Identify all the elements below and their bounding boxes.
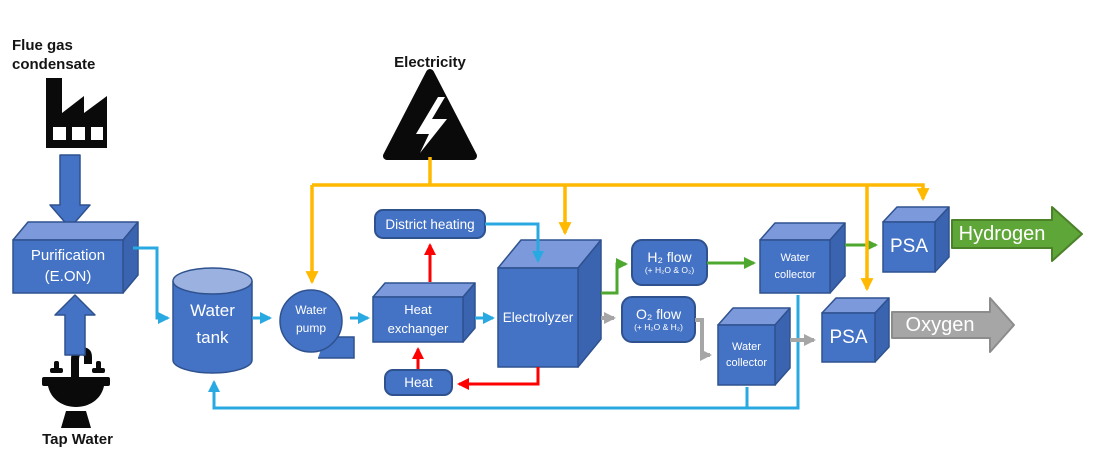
water-collector-bottom-box	[717, 307, 791, 386]
water-pump-shape	[279, 289, 355, 359]
hydrogen-output-arrow	[951, 206, 1083, 262]
electricity-bolt-icon	[383, 69, 477, 160]
district-heating-box	[374, 209, 486, 239]
factory-icon	[46, 78, 107, 148]
oxygen-output-arrow	[891, 297, 1015, 353]
heat-flow-lines	[412, 243, 540, 390]
h2-flow-lines	[601, 239, 878, 295]
electricity-lines	[305, 157, 930, 292]
water-collector-top-box	[759, 222, 846, 294]
o2-flow-lines	[601, 312, 816, 361]
psa-top-box	[882, 206, 950, 273]
water-tank-cylinder	[172, 267, 253, 374]
heat-box	[384, 369, 453, 396]
heat-exchanger-box	[372, 282, 476, 343]
tap-water-icon	[42, 347, 110, 428]
flue-gas-arrow	[49, 154, 91, 229]
psa-bottom-box	[821, 297, 890, 363]
purification-box	[12, 221, 139, 294]
h2-flow-box	[631, 239, 708, 286]
electrolyzer-box	[497, 239, 602, 368]
water-flow-lines	[133, 222, 800, 410]
tap-water-arrow	[54, 294, 96, 356]
o2-flow-box	[621, 296, 696, 343]
